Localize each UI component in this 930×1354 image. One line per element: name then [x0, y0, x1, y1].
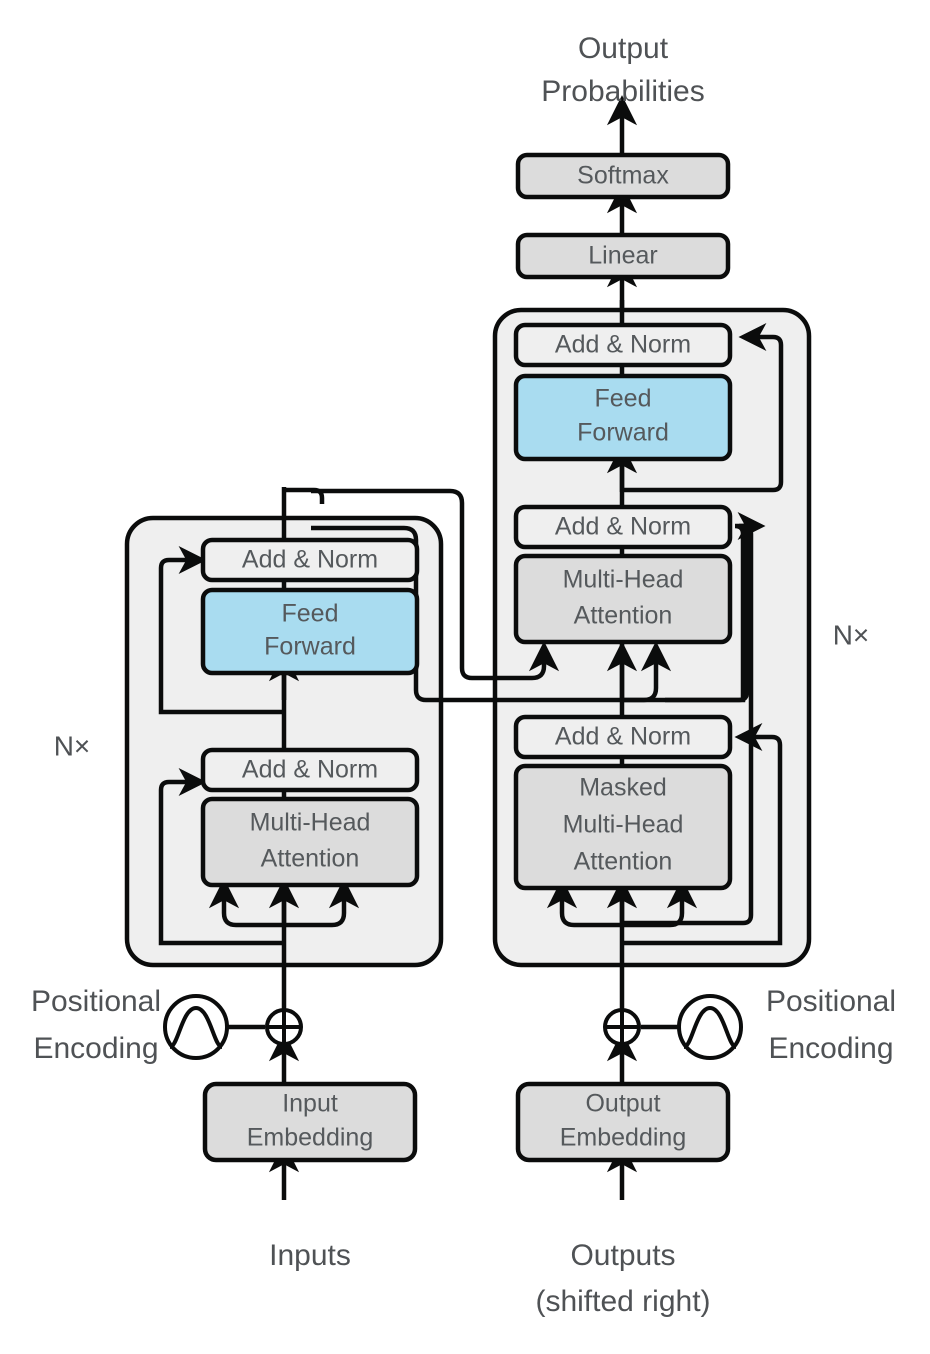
decoder-add-norm-cross-label: Add & Norm — [555, 513, 691, 541]
encoder-add-norm-ffn-label: Add & Norm — [242, 546, 378, 574]
decoder-residual-cross — [665, 512, 766, 703]
encoder-attn-value-line — [284, 878, 360, 928]
masked-attn-value-line — [622, 878, 698, 928]
output-embedding-block[interactable]: Output Embedding — [515, 1081, 731, 1163]
decoder-cross-attention-block[interactable]: Multi-Head Attention — [513, 553, 733, 645]
encoder-attention-label-1: Multi-Head — [250, 809, 371, 837]
decoder-positional-encoding-label-2: Encoding — [768, 1032, 893, 1065]
encoder-sum-node — [265, 1008, 303, 1046]
encoder-add-norm-ffn-block[interactable]: Add & Norm — [200, 537, 420, 583]
encoder-feed-forward-label-1: Feed — [282, 600, 339, 628]
input-embedding-label-1: Input — [282, 1090, 338, 1118]
decoder-residual-masked — [622, 723, 783, 946]
output-embedding-label-1: Output — [585, 1090, 660, 1118]
encoder-feed-forward-label-2: Forward — [264, 633, 356, 661]
linear-label: Linear — [588, 242, 658, 270]
input-embedding-label-2: Embedding — [247, 1124, 373, 1152]
decoder-cross-attention-label-1: Multi-Head — [563, 566, 684, 594]
cross-attention-value-path — [311, 525, 672, 703]
inputs-label: Inputs — [269, 1239, 351, 1272]
encoder-positional-encoding-label-2: Encoding — [33, 1032, 158, 1065]
decoder-sum-node — [603, 1008, 641, 1046]
output-probabilities-label-2: Probabilities — [541, 75, 704, 108]
decoder-add-norm-cross-block[interactable]: Add & Norm — [513, 504, 733, 550]
decoder-positional-encoding-icon — [677, 994, 743, 1060]
decoder-add-norm-ffn-block[interactable]: Add & Norm — [513, 322, 733, 368]
input-embedding-block[interactable]: Input Embedding — [202, 1081, 418, 1163]
decoder-feed-forward-label-2: Forward — [577, 419, 669, 447]
outputs-label-1: Outputs — [570, 1239, 675, 1272]
encoder-residual-attention — [158, 768, 284, 946]
decoder-nx-label: N× — [833, 619, 870, 650]
decoder-masked-attention-label-2: Multi-Head — [563, 811, 684, 839]
decoder-cross-attention-label-2: Attention — [574, 602, 673, 630]
decoder-add-norm-masked-label: Add & Norm — [555, 723, 691, 751]
decoder-masked-attention-label-1: Masked — [579, 774, 667, 802]
decoder-feed-forward-label-1: Feed — [595, 385, 652, 413]
output-embedding-label-2: Embedding — [560, 1124, 686, 1152]
decoder-masked-attention-label-3: Attention — [574, 848, 673, 876]
linear-block[interactable]: Linear — [515, 232, 731, 280]
encoder-positional-encoding-icon — [163, 994, 229, 1060]
encoder-add-norm-attention-label: Add & Norm — [242, 756, 378, 784]
decoder-feed-forward-block[interactable]: Feed Forward — [513, 373, 733, 462]
masked-attn-key-line — [546, 878, 622, 928]
encoder-attention-block[interactable]: Multi-Head Attention — [200, 796, 420, 888]
cross-attention-key-path — [311, 488, 560, 681]
decoder-residual-ffn — [622, 323, 784, 493]
decoder-positional-encoding-label-1: Positional — [766, 985, 896, 1018]
decoder-add-norm-ffn-label: Add & Norm — [555, 331, 691, 359]
decoder-masked-attention-block[interactable]: Masked Multi-Head Attention — [513, 763, 733, 891]
encoder-nx-label: N× — [54, 730, 91, 761]
softmax-label: Softmax — [577, 162, 669, 190]
output-probabilities-label-1: Output — [578, 32, 669, 65]
encoder-add-norm-attention-block[interactable]: Add & Norm — [200, 747, 420, 793]
encoder-residual-ffn — [158, 546, 284, 715]
encoder-feed-forward-block[interactable]: Feed Forward — [200, 587, 420, 676]
decoder-add-norm-masked-block[interactable]: Add & Norm — [513, 714, 733, 760]
encoder-attn-key-line — [208, 878, 284, 928]
encoder-positional-encoding-label-1: Positional — [31, 985, 161, 1018]
outputs-label-2: (shifted right) — [535, 1285, 710, 1318]
encoder-attention-label-2: Attention — [261, 845, 360, 873]
softmax-block[interactable]: Softmax — [515, 152, 731, 200]
